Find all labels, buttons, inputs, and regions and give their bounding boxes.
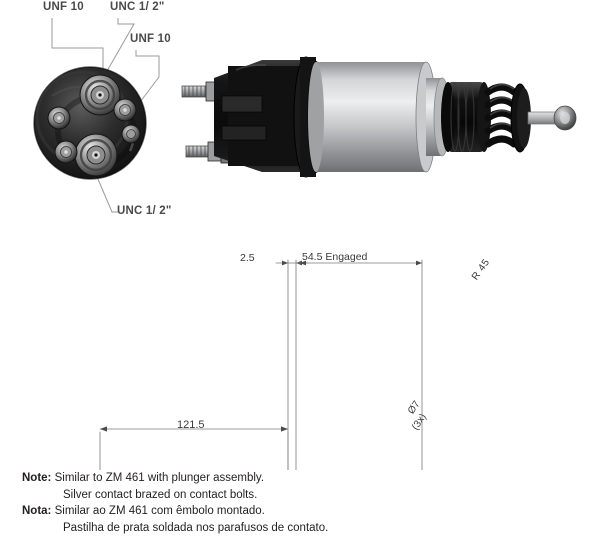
plunger-shaft <box>527 105 577 131</box>
callout-unf10-right: UNF 10 <box>130 33 171 45</box>
note-pt-line2: Pastilha de prata soldada nos parafusos … <box>22 520 582 537</box>
dimension-121-5: 121.5 <box>177 419 205 431</box>
technical-drawings <box>99 259 423 470</box>
solenoid-front-face <box>33 66 147 180</box>
callout-unf10-left: UNF 10 <box>43 1 84 13</box>
rubber-boot <box>441 82 491 152</box>
notes-block: Note: Similar to ZM 461 with plunger ass… <box>22 470 582 536</box>
note-pt-line1: Nota: Similar ao ZM 461 com êmbolo monta… <box>22 503 582 520</box>
callout-unc-half-top: UNC 1/ 2" <box>110 1 165 13</box>
stud-left <box>47 106 71 130</box>
note-en-text2: Silver contact brazed on contact bolts. <box>63 488 258 501</box>
callout-unc-half-bottom: UNC 1/ 2" <box>117 205 172 217</box>
note-en-text1: Similar to ZM 461 with plunger assembly. <box>54 472 265 484</box>
contact-bolt-upper <box>79 74 121 116</box>
stud-lower-left <box>54 140 78 164</box>
note-pt-label: Nota: <box>22 505 52 517</box>
plunger-bellows <box>484 83 518 148</box>
solenoid-side-assembly <box>181 56 577 178</box>
note-en-line2: Silver contact brazed on contact bolts. <box>22 487 582 504</box>
dimension-54-5-engaged: 54.5 Engaged <box>302 251 368 263</box>
callout-leader-lines <box>51 18 160 213</box>
solenoid-photograph <box>33 18 577 213</box>
contact-bolt-lower <box>74 133 118 177</box>
note-pt-text2: Pastilha de prata soldada nos parafusos … <box>63 521 329 534</box>
note-pt-text1: Similar ao ZM 461 com êmbolo montado. <box>54 505 265 517</box>
note-en-line1: Note: Similar to ZM 461 with plunger ass… <box>22 470 582 487</box>
stud-right-lower <box>121 124 141 144</box>
stud-upper-right <box>113 98 137 122</box>
note-en-label: Note: <box>22 472 52 484</box>
dimension-2-5: 2.5 <box>240 252 255 264</box>
dimension-lines <box>99 259 423 470</box>
